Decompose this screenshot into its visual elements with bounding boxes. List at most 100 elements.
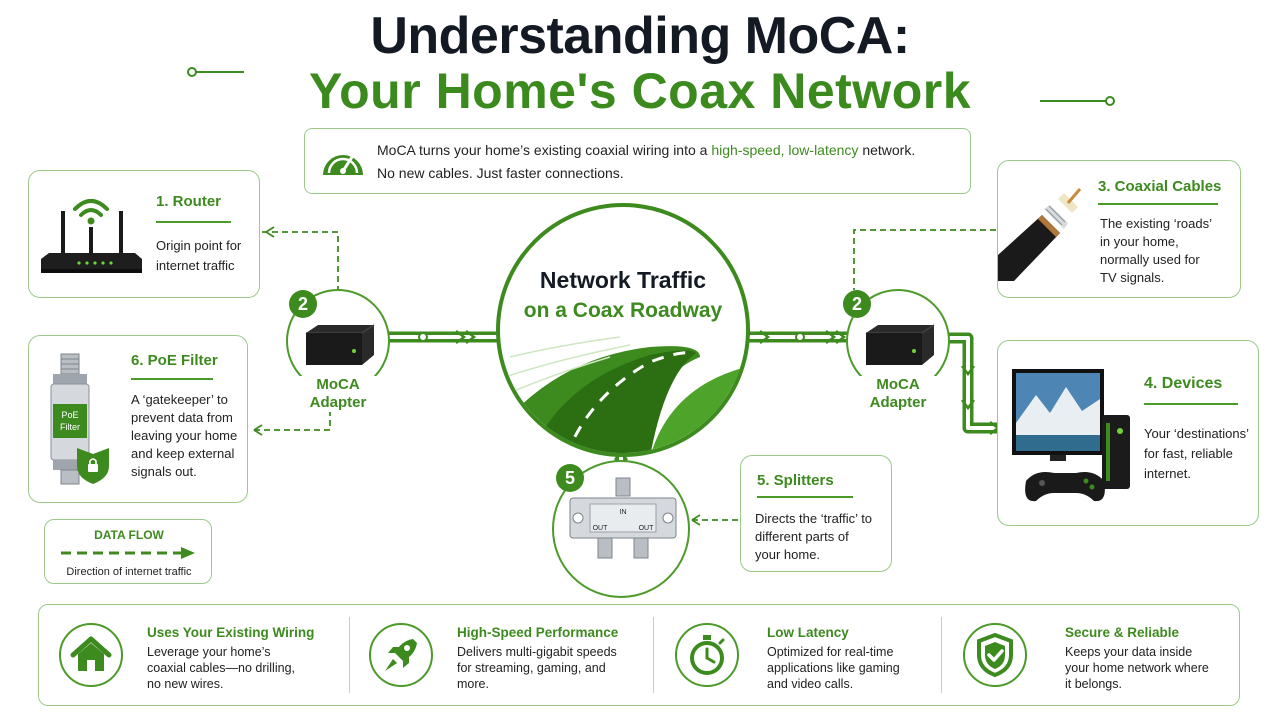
feature-2-title: High-Speed Performance (457, 625, 619, 640)
speedometer-icon (323, 155, 363, 175)
shield-check-icon (977, 632, 1013, 678)
roadway-graphic (500, 336, 746, 453)
router-desc-1: Origin point for (156, 238, 242, 253)
feature-3-desc-2: applications like gaming (767, 661, 900, 675)
coax-cables-card: 3. Coaxial Cables The existing ‘roads’ i… (997, 160, 1241, 298)
feature-1-desc-3: no new wires. (147, 677, 224, 691)
center-title: Network Traffic (539, 267, 707, 293)
feature-4-title: Secure & Reliable (1065, 625, 1180, 640)
devices-desc-1: Your ‘destinations’ (1144, 426, 1250, 441)
house-icon (70, 636, 112, 671)
router-rule (156, 221, 231, 223)
splitters-desc-1: Directs the ‘traffic’ to (755, 511, 873, 526)
title-right-decoration (1040, 96, 1115, 106)
coax-desc-1: The existing ‘roads’ (1100, 216, 1212, 231)
splitters-heading: 5. Splitters (757, 472, 834, 489)
poe-filter-heading: 6. PoE Filter (131, 352, 218, 369)
coax-rule (1098, 203, 1218, 205)
stopwatch-icon-wrap (675, 623, 739, 687)
poe-filter-desc-1: A ‘gatekeeper’ to (131, 392, 228, 407)
poe-device-label-2: Filter (60, 422, 80, 432)
feature-1-title: Uses Your Existing Wiring (147, 625, 315, 640)
feature-1-desc-2: coaxial cables—no drilling, (147, 661, 295, 675)
splitters-rule (757, 496, 853, 498)
poe-filter-desc-4: and keep external (131, 446, 235, 461)
feature-divider (941, 617, 942, 693)
rocket-icon-wrap (369, 623, 433, 687)
feature-3-title: Low Latency (767, 625, 849, 640)
coax-heading: 3. Coaxial Cables (1098, 178, 1222, 195)
splitter-out-label-2: OUT (639, 525, 655, 532)
stopwatch-icon (690, 635, 725, 675)
coax-desc-4: TV signals. (1100, 270, 1165, 285)
adapter-left-badge: 2 (289, 290, 317, 318)
center-subtitle: on a Coax Roadway (523, 299, 723, 322)
feature-divider (349, 617, 350, 693)
poe-filter-rule (131, 378, 213, 380)
adapter-left-label: MoCA Adapter (298, 376, 378, 412)
coax-desc-2: in your home, (1100, 234, 1179, 249)
feature-4-desc-1: Keeps your data inside (1065, 645, 1193, 659)
devices-desc-3: internet. (1144, 466, 1191, 481)
devices-heading: 4. Devices (1144, 375, 1223, 392)
devices-icon (1012, 369, 1130, 502)
router-card: 1. Router Origin point for internet traf… (28, 170, 260, 298)
center-roadway-circle: Network Traffic on a Coax Roadway (496, 203, 750, 457)
router-icon (41, 199, 142, 273)
feature-4-desc-3: it belongs. (1065, 677, 1122, 691)
feature-2-desc-1: Delivers multi-gigabit speeds (457, 645, 617, 659)
splitter-circle: IN OUT OUT (552, 460, 690, 598)
feature-2-desc-2: for streaming, gaming, and (457, 661, 606, 675)
legend-caption: Direction of internet traffic (66, 566, 192, 578)
poe-filter-desc-3: leaving your home (131, 428, 238, 443)
adapter-left-label-2: Adapter (309, 394, 367, 411)
intro-line-1: MoCA turns your home’s existing coaxial … (377, 142, 967, 159)
poe-device-label-1: PoE (61, 410, 78, 420)
adapter-device-icon (306, 324, 375, 365)
feature-strip: Uses Your Existing Wiring Leverage your … (38, 604, 1240, 706)
feature-2-desc-3: more. (457, 677, 489, 691)
feature-4-desc-2: your home network where (1065, 661, 1209, 675)
intro-banner: MoCA turns your home’s existing coaxial … (304, 128, 971, 194)
devices-desc-2: for fast, reliable (1144, 446, 1233, 461)
intro-text-after: network. (858, 142, 916, 158)
adapter-right-label-1: MoCA (876, 376, 920, 393)
house-icon-wrap (59, 623, 123, 687)
title-left-decoration (187, 67, 244, 77)
router-desc-2: internet traffic (156, 258, 235, 273)
shield-check-icon-wrap (963, 623, 1027, 687)
devices-rule (1144, 403, 1238, 405)
coax-cable-icon (998, 188, 1082, 281)
intro-highlight: high-speed, low-latency (711, 142, 859, 158)
coax-callout-line (853, 229, 996, 290)
legend-arrow (61, 547, 195, 559)
adapter-left-label-1: MoCA (316, 376, 360, 393)
adapter-right-label: MoCA Adapter (858, 376, 938, 412)
title-line-2: Your Home's Coax Network (309, 63, 971, 119)
adapter-device-icon (866, 324, 935, 365)
legend-title: DATA FLOW (94, 528, 164, 542)
poe-filter-card: PoE Filter 6. PoE Filter A ‘gatekeeper’ … (28, 335, 248, 503)
splitter-icon: IN OUT OUT (569, 477, 677, 559)
adapter-right-badge: 2 (843, 290, 871, 318)
title-line-1: Understanding MoCA: (370, 7, 910, 65)
splitters-desc-2: different parts of (755, 529, 849, 544)
coax-desc-3: normally used for (1100, 252, 1200, 267)
splitters-card: 5. Splitters Directs the ‘traffic’ to di… (740, 455, 892, 572)
feature-3-desc-3: and video calls. (767, 677, 854, 691)
splitter-in-label: IN (620, 509, 627, 516)
feature-divider (653, 617, 654, 693)
router-callout-line (262, 231, 339, 290)
poe-filter-icon: PoE Filter (50, 353, 109, 485)
devices-card: 4. Devices Your ‘destinations’ for fast,… (997, 340, 1259, 526)
router-heading: 1. Router (156, 193, 222, 210)
rocket-icon (385, 639, 417, 671)
feature-3-desc-1: Optimized for real-time (767, 645, 894, 659)
poe-filter-desc-2: prevent data from (131, 410, 233, 425)
adapter-right-label-2: Adapter (869, 394, 927, 411)
splitter-out-label-1: OUT (593, 525, 609, 532)
data-flow-legend: DATA FLOW Direction of internet traffic (44, 519, 212, 584)
splitter-badge: 5 (556, 464, 584, 492)
feature-1-desc-1: Leverage your home’s (147, 645, 271, 659)
intro-line-2: No new cables. Just faster connections. (377, 165, 624, 181)
